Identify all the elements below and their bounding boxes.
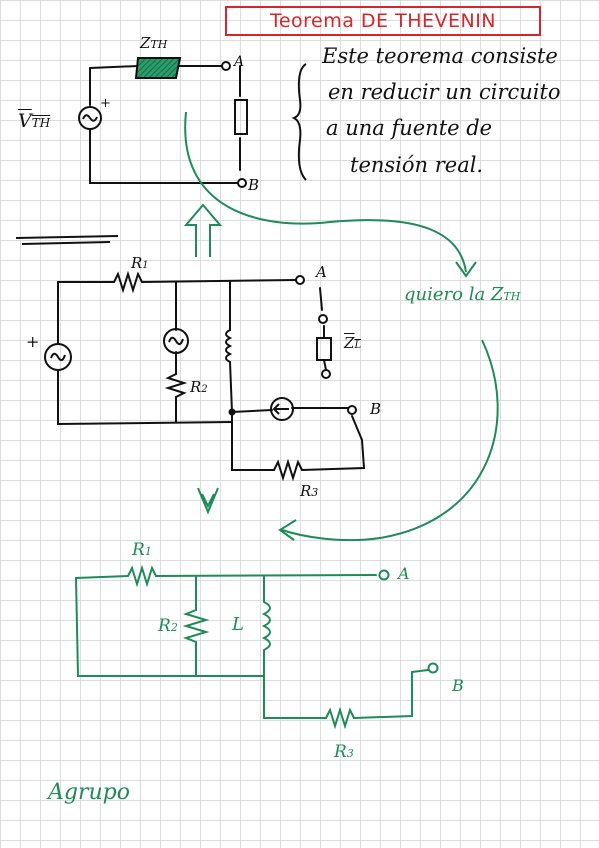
current-source [270, 397, 294, 421]
reduced-terminal-b [427, 662, 439, 674]
terminal-a-dot [221, 61, 231, 71]
annotation-text: quiero la ZTH [404, 284, 521, 305]
label-vth: VTH [18, 110, 51, 132]
orig-terminal-a [295, 275, 305, 285]
junction-dot [228, 408, 236, 416]
label-vth-plus: + [100, 96, 111, 111]
label-r2: R2 [190, 378, 208, 396]
label-original-a: A [316, 263, 327, 281]
description-line-2: en reducir un circuito [328, 80, 561, 104]
original-circuit [57, 270, 366, 482]
source-left [44, 343, 72, 371]
green-arrowhead-2 [278, 519, 297, 541]
label-original-b: B [370, 400, 382, 418]
green-arrowhead-1 [455, 261, 477, 278]
label-thevenin-b: B [248, 176, 260, 194]
label-reduced-r3: R3 [334, 742, 354, 762]
thevenin-equivalent-circuit [89, 65, 248, 184]
source-middle [163, 328, 189, 354]
label-r1: R1 [131, 254, 149, 272]
reduced-terminal-a [378, 569, 390, 581]
reduced-circuit [75, 564, 429, 730]
label-zl: ZL [344, 334, 362, 352]
separator-line [15, 235, 119, 245]
footer-note: Agrupo [48, 780, 130, 805]
brace [291, 63, 307, 181]
label-thevenin-a: A [234, 54, 245, 70]
label-reduced-r1: R1 [132, 540, 152, 560]
page-title: Teorema DE THEVENIN [225, 6, 541, 36]
orig-terminal-load-top [318, 314, 328, 324]
green-curve-arrow-to-annotation [184, 111, 467, 273]
label-reduced-r2: R2 [158, 616, 178, 636]
description-line-3: a una fuente de [326, 116, 493, 140]
green-double-arrow-down [197, 487, 219, 515]
label-plus-left: + [26, 332, 40, 351]
label-reduced-l: L [232, 614, 244, 635]
impedance-zth-symbol [134, 57, 182, 79]
label-reduced-b: B [452, 676, 464, 695]
orig-terminal-load-bottom [321, 369, 331, 379]
arrow-up [183, 203, 223, 257]
label-reduced-a: A [398, 564, 410, 583]
description-line-1: Este teorema consiste [322, 44, 558, 68]
label-zth: ZTH [140, 34, 168, 52]
orig-terminal-b [347, 405, 357, 415]
voltage-source-vth [78, 106, 102, 130]
terminal-b-dot [237, 178, 247, 188]
label-r3: R3 [300, 482, 319, 500]
description-line-4: tensión real. [350, 153, 484, 177]
green-curve-arrow-to-reduced [281, 339, 499, 542]
